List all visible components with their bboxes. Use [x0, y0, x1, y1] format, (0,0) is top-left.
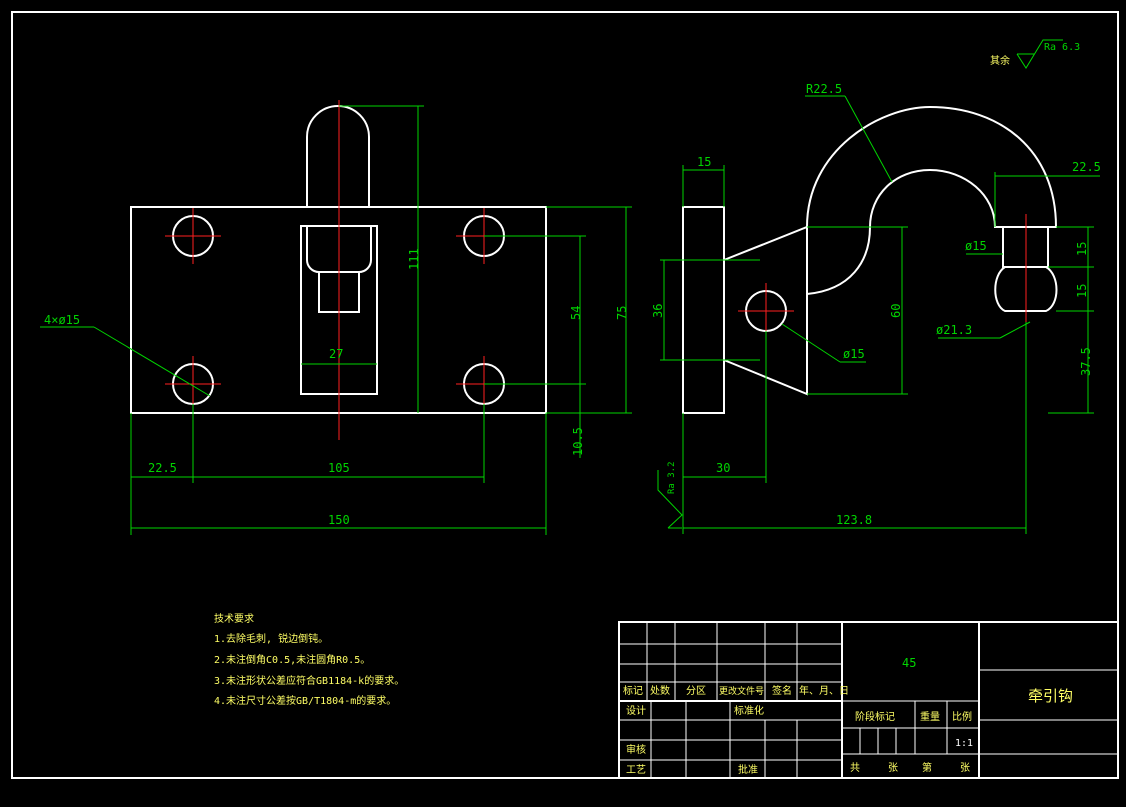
tb-scale: 比例 — [952, 710, 972, 723]
dim-15-b: 15 — [1075, 284, 1089, 298]
tb-design: 设计 — [626, 704, 646, 717]
tb-material: 45 — [902, 656, 916, 670]
dim-phi21-3: ø21.3 — [936, 323, 972, 337]
dim-150: 150 — [328, 513, 350, 527]
dim-15-top: 15 — [697, 155, 711, 169]
tb-no: 第 — [922, 761, 932, 774]
dim-phi15-mid: ø15 — [843, 347, 865, 361]
dim-phi15-right: ø15 — [965, 239, 987, 253]
tb-total: 共 — [850, 762, 860, 774]
tb-approve: 批准 — [738, 763, 758, 776]
dim-r22-5: R22.5 — [806, 82, 842, 96]
dim-hole-spec: 4×ø15 — [44, 313, 80, 327]
tech-notes: 技术要求 1.去除毛刺, 锐边倒钝。 2.未注倒角C0.5,未注圆角R0.5。 … — [214, 612, 404, 707]
surface-finish-value: Ra 6.3 — [1044, 42, 1080, 53]
tech-note-3: 3.未注形状公差应符合GB1184-k的要求。 — [214, 674, 404, 687]
side-dimension-lines — [660, 95, 1100, 534]
dim-27: 27 — [329, 347, 343, 361]
dim-10-5: 10.5 — [571, 427, 585, 456]
dim-105: 105 — [328, 461, 350, 475]
tb-check: 审核 — [626, 743, 646, 756]
dim-15-a: 15 — [1075, 242, 1089, 256]
tb-header-sign: 签名 — [772, 684, 792, 697]
tech-notes-title: 技术要求 — [214, 612, 254, 625]
dim-30: 30 — [716, 461, 730, 475]
tb-scale-value: 1:1 — [955, 738, 973, 749]
tb-stage-mark: 阶段标记 — [855, 710, 895, 723]
front-view: 111 54 75 27 10.5 22.5 105 150 4×ø15 — [40, 100, 632, 535]
title-block: 标记 处数 分区 更改文件号 签名 年、月、日 设计 标准化 审核 工艺 批准 … — [618, 621, 1119, 779]
dim-60: 60 — [889, 304, 903, 318]
dim-22-5: 22.5 — [148, 461, 177, 475]
tb-header-mark: 标记 — [623, 685, 643, 697]
tech-note-2: 2.未注倒角C0.5,未注圆角R0.5。 — [214, 653, 370, 666]
tb-header-count: 处数 — [650, 684, 670, 697]
hook-tongue — [306, 105, 370, 207]
tech-note-4: 4.未注尺寸公差按GB/T1804-m的要求。 — [214, 694, 396, 707]
side-finish-value: Ra 3.2 — [667, 461, 677, 494]
hook-body — [806, 105, 1058, 295]
tb-weight: 重量 — [920, 710, 940, 723]
dim-75: 75 — [615, 306, 629, 320]
dim-111: 111 — [407, 248, 421, 270]
dim-54: 54 — [569, 306, 583, 320]
dim-37-5: 37.5 — [1079, 347, 1093, 376]
hook-ball — [994, 266, 1058, 312]
tb-header-zone: 分区 — [686, 685, 706, 697]
front-dimension-lines — [40, 105, 632, 535]
tb-header-change-doc: 更改文件号 — [719, 685, 764, 697]
center-lines — [165, 100, 512, 440]
side-view: 15 R22.5 22.5 ø15 15 15 ø21.3 37.5 36 60… — [651, 82, 1101, 534]
tech-note-1: 1.去除毛刺, 锐边倒钝。 — [214, 632, 328, 645]
tb-standardize: 标准化 — [734, 704, 764, 717]
surface-finish-label: 其余 — [990, 54, 1010, 67]
tb-sheets: 张 — [888, 762, 898, 774]
tb-sheet: 张 — [960, 762, 970, 774]
drawing-border — [11, 11, 1119, 779]
tb-process: 工艺 — [626, 764, 646, 776]
tb-part-name: 牵引钩 — [1028, 687, 1073, 705]
dim-22-5-right: 22.5 — [1072, 160, 1101, 174]
surface-finish-symbol: 其余 Ra 6.3 — [990, 39, 1080, 69]
tb-header-date: 年、月、日 — [799, 684, 849, 697]
dim-123-8: 123.8 — [836, 513, 872, 527]
side-plate — [682, 206, 725, 414]
dim-36: 36 — [651, 304, 665, 318]
